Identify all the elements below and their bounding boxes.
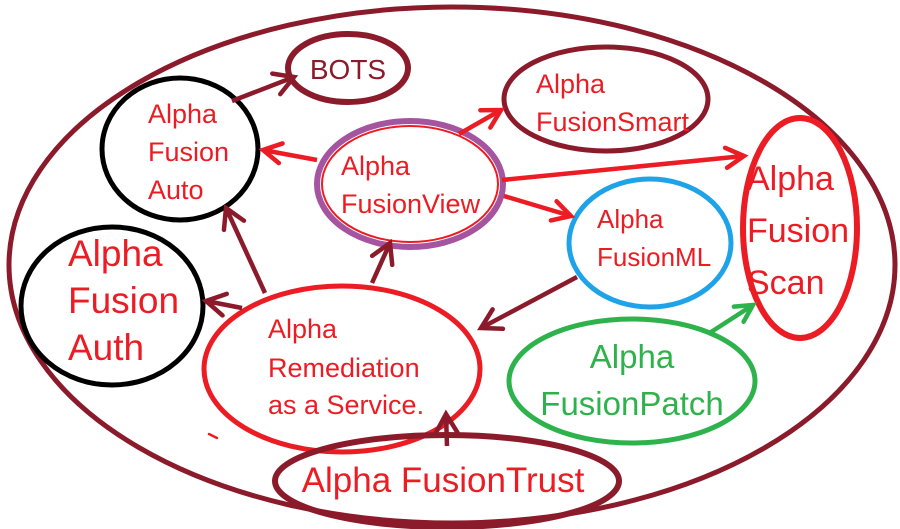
edge-view-to-ml-arrow bbox=[503, 193, 576, 223]
edge-patch-to-scan-arrow bbox=[706, 302, 758, 336]
edge-remediation-to-auto-arrow bbox=[221, 203, 268, 294]
edge-auto-to-bots-arrow bbox=[231, 71, 299, 104]
smart-label-line2: FusionSmart bbox=[536, 107, 690, 137]
trust-label: Alpha FusionTrust bbox=[302, 461, 585, 500]
node-fusionml-ellipse bbox=[566, 176, 734, 310]
node-remediation-ellipse bbox=[201, 283, 483, 455]
smart-label-line1: Alpha bbox=[536, 69, 606, 99]
node-fusionview-outer-ring bbox=[314, 118, 506, 250]
remediation-label-line3: as a Service. bbox=[268, 390, 424, 420]
edge-view-to-scan-arrow bbox=[501, 145, 749, 183]
bots-label: BOTS bbox=[310, 54, 386, 85]
view-label-line1: Alpha bbox=[341, 151, 411, 181]
edge-trust-to-remediation-arrow bbox=[433, 409, 460, 447]
node-fusionpatch-ellipse bbox=[506, 316, 758, 446]
ml-label-line1: Alpha bbox=[597, 204, 664, 234]
auto-label-line1: Alpha bbox=[148, 99, 218, 129]
node-fusionview-inner-ring bbox=[321, 125, 499, 243]
scan-label-line1: Alpha bbox=[747, 160, 834, 198]
auth-label-line3: Auth bbox=[68, 327, 144, 368]
patch-label-line1: Alpha bbox=[590, 338, 675, 375]
view-label-line2: FusionView bbox=[341, 189, 481, 219]
edge-ml-to-remediation-arrow bbox=[477, 275, 579, 332]
outer-boundary-ellipse bbox=[6, 4, 898, 526]
node-bots-ellipse bbox=[285, 31, 411, 105]
ml-label-line2: FusionML bbox=[597, 242, 711, 272]
edge-remediation-to-view-arrow bbox=[369, 238, 395, 284]
node-fusion-auto-ellipse bbox=[99, 75, 261, 223]
auth-label-line1: Alpha bbox=[68, 233, 163, 274]
node-fusion-scan-ellipse bbox=[740, 115, 860, 341]
auto-label-line3: Auto bbox=[148, 175, 204, 205]
stray-tick-mark bbox=[207, 432, 219, 440]
auth-label-line2: Fusion bbox=[68, 280, 179, 321]
edge-view-to-auto-arrow bbox=[258, 141, 318, 166]
edge-remediation-to-auth-arrow bbox=[201, 291, 243, 318]
auto-label-line2: Fusion bbox=[148, 137, 229, 167]
remediation-label-line1: Alpha bbox=[268, 314, 338, 344]
scan-label-line2: Fusion bbox=[747, 212, 849, 250]
remediation-label-line2: Remediation bbox=[268, 353, 420, 383]
edge-view-to-smart-arrow bbox=[457, 107, 506, 136]
scan-label-line3: Scan bbox=[747, 264, 825, 302]
node-fusionsmart-ellipse bbox=[501, 44, 711, 154]
patch-label-line2: FusionPatch bbox=[540, 385, 723, 422]
